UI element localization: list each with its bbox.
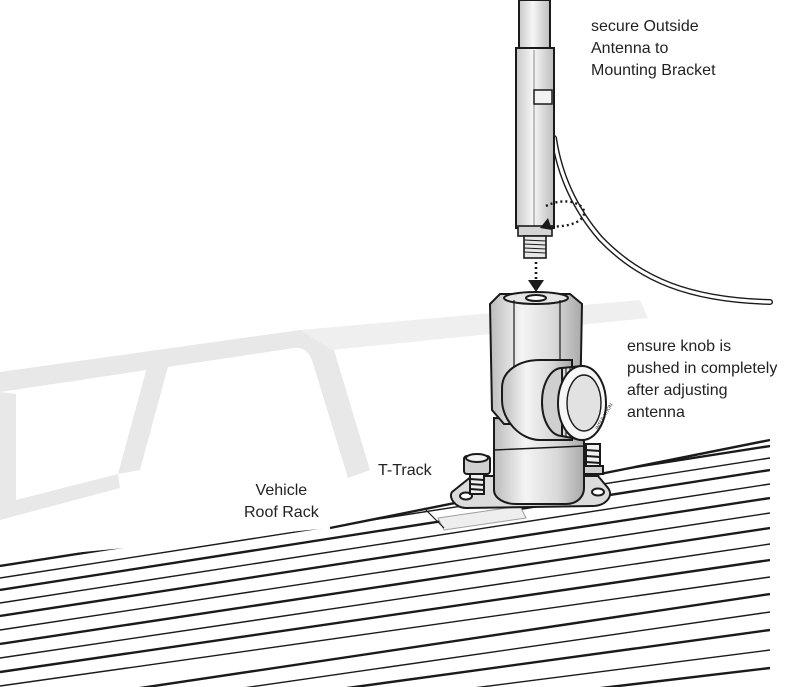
- label-line: Roof Rack: [244, 504, 319, 521]
- label-knob-instruction: ensure knob is pushed in completely afte…: [627, 336, 777, 424]
- rotate-arrow-icon: [540, 200, 586, 230]
- label-line: Vehicle: [255, 482, 308, 499]
- label-line: ensure knob is: [627, 338, 732, 355]
- label-line: antenna: [627, 404, 685, 421]
- bolt-right: [582, 443, 604, 475]
- t-track-slot: [423, 505, 527, 531]
- antenna-mast: [515, 0, 555, 259]
- label-line: Antenna to: [591, 40, 669, 57]
- antenna-threaded-stud: [523, 235, 547, 259]
- label-line: Mounting Bracket: [591, 62, 716, 79]
- label-roof-rack: Vehicle Roof Rack: [244, 480, 319, 524]
- label-line: secure Outside: [591, 18, 699, 35]
- bolt-left: [463, 453, 491, 495]
- down-arrow-icon: [528, 262, 544, 292]
- label-t-track: T-Track: [378, 462, 432, 479]
- label-secure-antenna: secure Outside Antenna to Mounting Brack…: [591, 16, 716, 82]
- adjusting-knob: [541, 364, 607, 442]
- label-line: after adjusting: [627, 382, 728, 399]
- label-line: pushed in completely: [627, 360, 778, 377]
